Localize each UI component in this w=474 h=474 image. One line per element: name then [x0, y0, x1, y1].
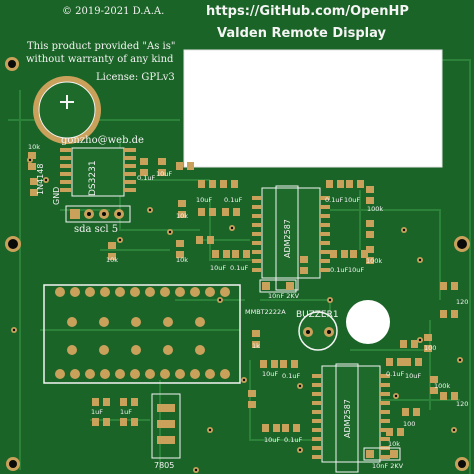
value-label: 10uF: [262, 370, 279, 378]
value-label: 0.1uF: [230, 264, 249, 272]
value-label: 10uF: [196, 196, 213, 204]
email-text: gonzho@web.de: [61, 135, 144, 146]
value-label: 0.1uF: [137, 174, 156, 182]
ic-ds3231: [60, 147, 136, 197]
hv-cap-label-1: 10nF 2KV: [268, 292, 300, 300]
ds3231-label: DS3231: [88, 160, 98, 196]
value-label: 10uF: [344, 196, 361, 204]
disclaimer-line2: without warranty of any kind: [26, 54, 174, 65]
adm2587-bottom-label: ADM2587: [343, 399, 352, 438]
value-label: 0.1uF: [284, 436, 303, 444]
hv-capacitor-1: [259, 279, 297, 293]
pins-label: sda scl 5: [74, 224, 119, 235]
ic-adm2587-top: [252, 185, 330, 291]
value-label: 100k: [434, 382, 451, 390]
buzzer-label: BUZZER1: [296, 310, 339, 320]
value-label: 100k: [366, 257, 383, 265]
value-label: 100: [424, 344, 437, 352]
gnd-label: GND: [52, 186, 61, 205]
value-label: 100k: [367, 205, 384, 213]
mcu-module: [43, 284, 241, 384]
adm2587-top-label: ADM2587: [283, 219, 292, 258]
value-label: 0.1uF: [386, 370, 405, 378]
buzzer: [298, 311, 338, 351]
url-text: https://GitHub.com/OpenHP: [206, 4, 409, 19]
ic-adm2587-bottom: [312, 363, 390, 473]
value-label: 0.1uF: [224, 196, 243, 204]
value-label: 1k: [252, 342, 260, 350]
value-label: 120: [456, 400, 469, 408]
value-label: 1uF: [120, 408, 132, 416]
value-label: 0.1uF: [325, 196, 344, 204]
copyright-text: © 2019-2021 D.A.A.: [62, 6, 165, 17]
value-label: 10k: [106, 256, 119, 264]
value-label: 10uF: [156, 170, 173, 178]
value-label: 10uF: [348, 266, 365, 274]
board-title: Valden Remote Display: [217, 26, 386, 41]
mounting-holes: [5, 57, 470, 471]
vias: [11, 157, 463, 473]
value-label: 10uF: [264, 436, 281, 444]
value-label: 10k: [176, 212, 189, 220]
hv-capacitor-2: [363, 447, 401, 461]
diode-label: 1N4148: [36, 163, 45, 195]
value-label: 100: [403, 420, 416, 428]
value-label: 120: [456, 298, 469, 306]
regulator-7805: [151, 393, 181, 459]
display-window: [183, 49, 443, 168]
value-label: 10uF: [405, 372, 422, 380]
transistor-label: MMBT2222A: [245, 308, 286, 316]
license-text: License: GPLv3: [96, 72, 175, 83]
disclaimer-line1: This product provided "As is": [27, 41, 176, 52]
smd-passives: [28, 152, 458, 436]
value-label: 0.1uF: [282, 372, 301, 380]
value-label: 10uF: [210, 264, 227, 272]
battery-holder: [33, 76, 101, 144]
value-label: 10k: [388, 440, 401, 448]
value-label: 1uF: [91, 408, 103, 416]
value-label: 10k: [176, 256, 189, 264]
value-label: 10k: [28, 143, 41, 151]
i2c-header: [65, 205, 131, 223]
value-label: 0.1uF: [330, 266, 349, 274]
hv-cap-label-2: 10nF 2KV: [372, 462, 404, 470]
regulator-label: 7805: [154, 461, 175, 470]
